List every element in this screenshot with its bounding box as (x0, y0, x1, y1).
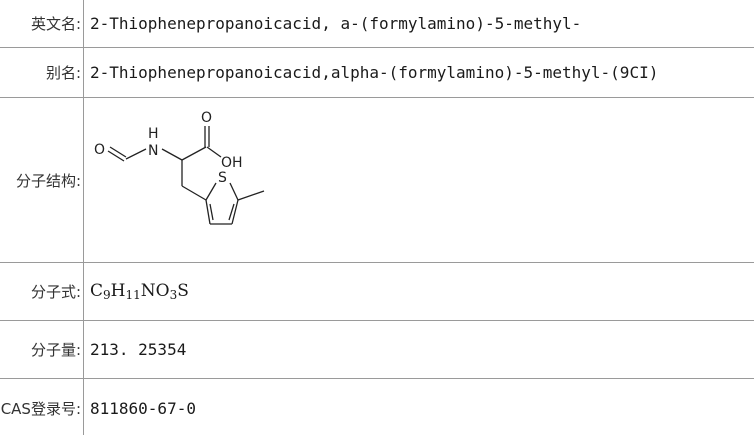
formula-s: S (177, 281, 189, 301)
row-alias: 别名: 2-Thiophenepropanoicacid,alpha-(form… (0, 47, 754, 98)
bond-c3-c2 (205, 199, 211, 225)
formula-n: N (140, 281, 156, 301)
formula-c: C (90, 281, 104, 301)
bond-c5-c4 (231, 199, 239, 225)
formula-c-count: 9 (103, 288, 111, 302)
bond-c3-c2-inner (209, 203, 214, 221)
bond-o-c-double-a (109, 146, 127, 158)
bond-calpha-ccarboxyl (181, 146, 207, 161)
row-cas: CAS登录号: 811860-67-0 (0, 378, 754, 435)
atom-h-on-n: H (148, 126, 159, 142)
mass-label: 分子量: (0, 320, 84, 379)
row-formula: 分子式: C9H11NO3S (0, 262, 754, 321)
bond-c5-methyl (237, 190, 265, 201)
bond-c5-c4-inner (228, 203, 235, 221)
structure-cell: O H N O OH S (83, 97, 754, 263)
mass-value: 213. 25354 (83, 320, 754, 379)
bond-s-c5 (229, 182, 239, 201)
bond-c-n (125, 148, 147, 160)
bond-ch2-ring (181, 185, 207, 201)
atom-o-acid: O (201, 110, 212, 126)
formula-h: H (110, 281, 126, 301)
formula-h-count: 11 (125, 288, 141, 302)
atom-oh: OH (221, 155, 243, 171)
formula-value: C9H11NO3S (83, 262, 754, 321)
atom-s: S (218, 170, 227, 186)
bond-c-oh (206, 146, 222, 158)
formula-label: 分子式: (0, 262, 84, 321)
alias-label: 别名: (0, 47, 84, 98)
formula-o: O (155, 281, 170, 301)
cas-value: 811860-67-0 (83, 378, 754, 435)
cas-label: CAS登录号: (0, 378, 84, 435)
atom-o-aldehyde: O (94, 142, 105, 158)
bond-n-calpha (161, 148, 183, 161)
english-name-value: 2-Thiophenepropanoicacid, a-(formylamino… (83, 0, 754, 48)
formula-o-count: 3 (169, 288, 178, 302)
bond-c2-s (205, 182, 217, 201)
row-structure: 分子结构: (0, 97, 754, 263)
bond-o-c-double-b (107, 150, 125, 162)
row-mass: 分子量: 213. 25354 (0, 320, 754, 379)
structure-label: 分子结构: (0, 97, 84, 263)
alias-value: 2-Thiophenepropanoicacid,alpha-(formylam… (83, 47, 754, 98)
row-english-name: 英文名: 2-Thiophenepropanoicacid, a-(formyl… (0, 0, 754, 48)
molecule-structure-image: O H N O OH S (94, 110, 265, 225)
english-name-label: 英文名: (0, 0, 84, 48)
atom-n: N (148, 143, 158, 159)
